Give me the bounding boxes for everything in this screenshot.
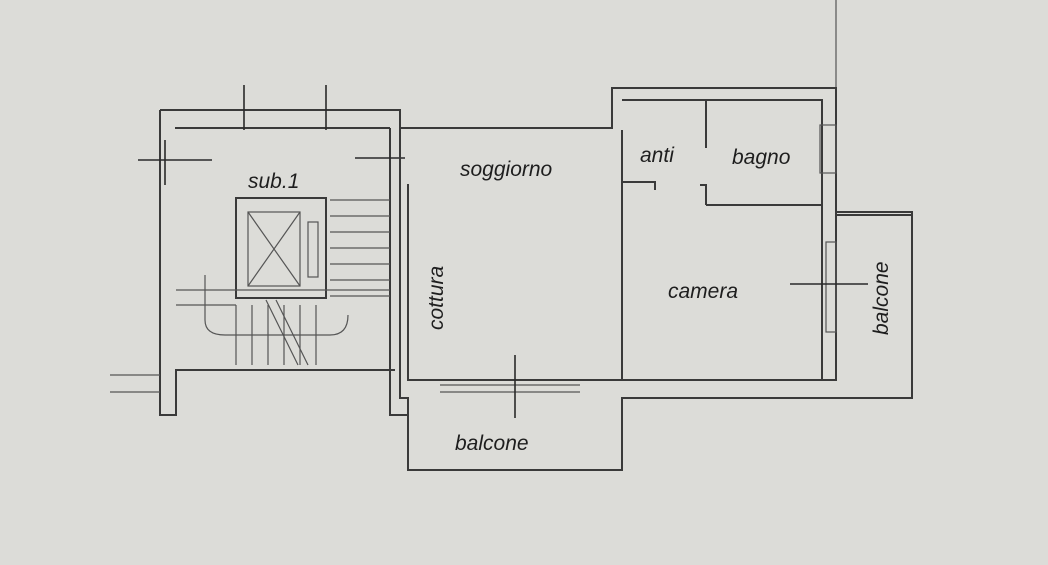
label-anti: anti — [640, 144, 675, 167]
building-edge — [612, 0, 837, 89]
balcony-right — [836, 214, 913, 398]
label-sub1: sub.1 — [248, 170, 299, 193]
label-camera: camera — [668, 280, 738, 303]
stairwell — [110, 85, 408, 416]
label-bagno: bagno — [732, 146, 791, 169]
label-balcone-bottom: balcone — [455, 432, 529, 455]
label-soggiorno: soggiorno — [460, 158, 553, 181]
label-balcone-right: balcone — [870, 261, 893, 335]
label-cottura: cottura — [425, 266, 448, 330]
